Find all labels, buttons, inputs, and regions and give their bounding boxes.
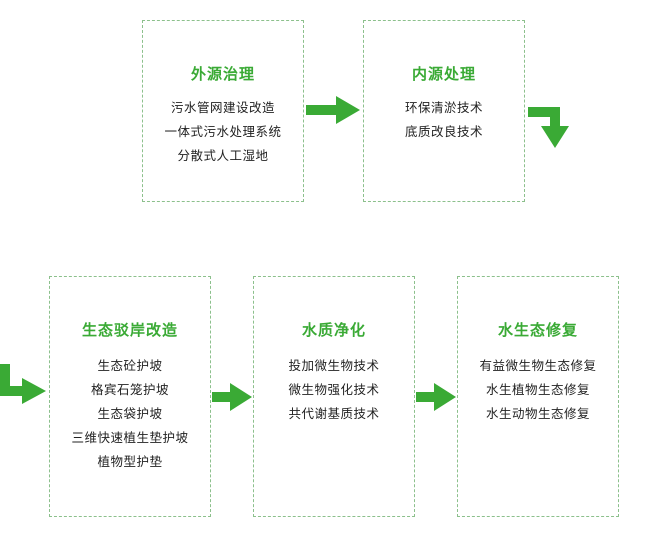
list-item: 环保清淤技术 [404,100,483,115]
list-item: 植物型护垫 [97,454,163,469]
list-item: 三维快速植生垫护坡 [71,430,189,445]
box-internal-source: 内源处理 环保清淤技术 底质改良技术 [363,20,525,202]
list-item: 底质改良技术 [404,124,483,139]
list-item: 一体式污水处理系统 [164,124,282,139]
box-title: 内源处理 [411,65,476,83]
list-item: 共代谢基质技术 [288,406,380,421]
box-aquatic-restoration: 水生态修复 有益微生物生态修复 水生植物生态修复 水生动物生态修复 [457,276,619,517]
list-item: 水生植物生态修复 [485,382,590,397]
list-item: 污水管网建设改造 [170,100,275,115]
arrow-turn-down-icon [528,107,569,148]
box-external-source: 外源治理 污水管网建设改造 一体式污水处理系统 分散式人工湿地 [142,20,304,202]
list-item: 有益微生物生态修复 [479,358,597,373]
box-title: 水质净化 [301,321,366,339]
list-item: 分散式人工湿地 [177,148,269,163]
box-title: 外源治理 [190,65,255,83]
list-item: 格宾石笼护坡 [90,382,169,397]
box-water-purification: 水质净化 投加微生物技术 微生物强化技术 共代谢基质技术 [253,276,415,517]
arrow-turn-right-icon [0,364,46,404]
list-item: 生态袋护坡 [97,406,163,421]
arrow-right-icon [212,383,252,411]
list-item: 生态砼护坡 [97,358,163,373]
arrow-right-icon [306,96,360,124]
list-item: 投加微生物技术 [288,358,380,373]
box-title: 水生态修复 [497,321,578,339]
list-item: 微生物强化技术 [288,382,380,397]
list-item: 水生动物生态修复 [485,406,590,421]
box-title: 生态驳岸改造 [81,321,178,339]
arrow-right-icon [416,383,456,411]
box-ecological-revetment: 生态驳岸改造 生态砼护坡 格宾石笼护坡 生态袋护坡 三维快速植生垫护坡 植物型护… [49,276,211,517]
